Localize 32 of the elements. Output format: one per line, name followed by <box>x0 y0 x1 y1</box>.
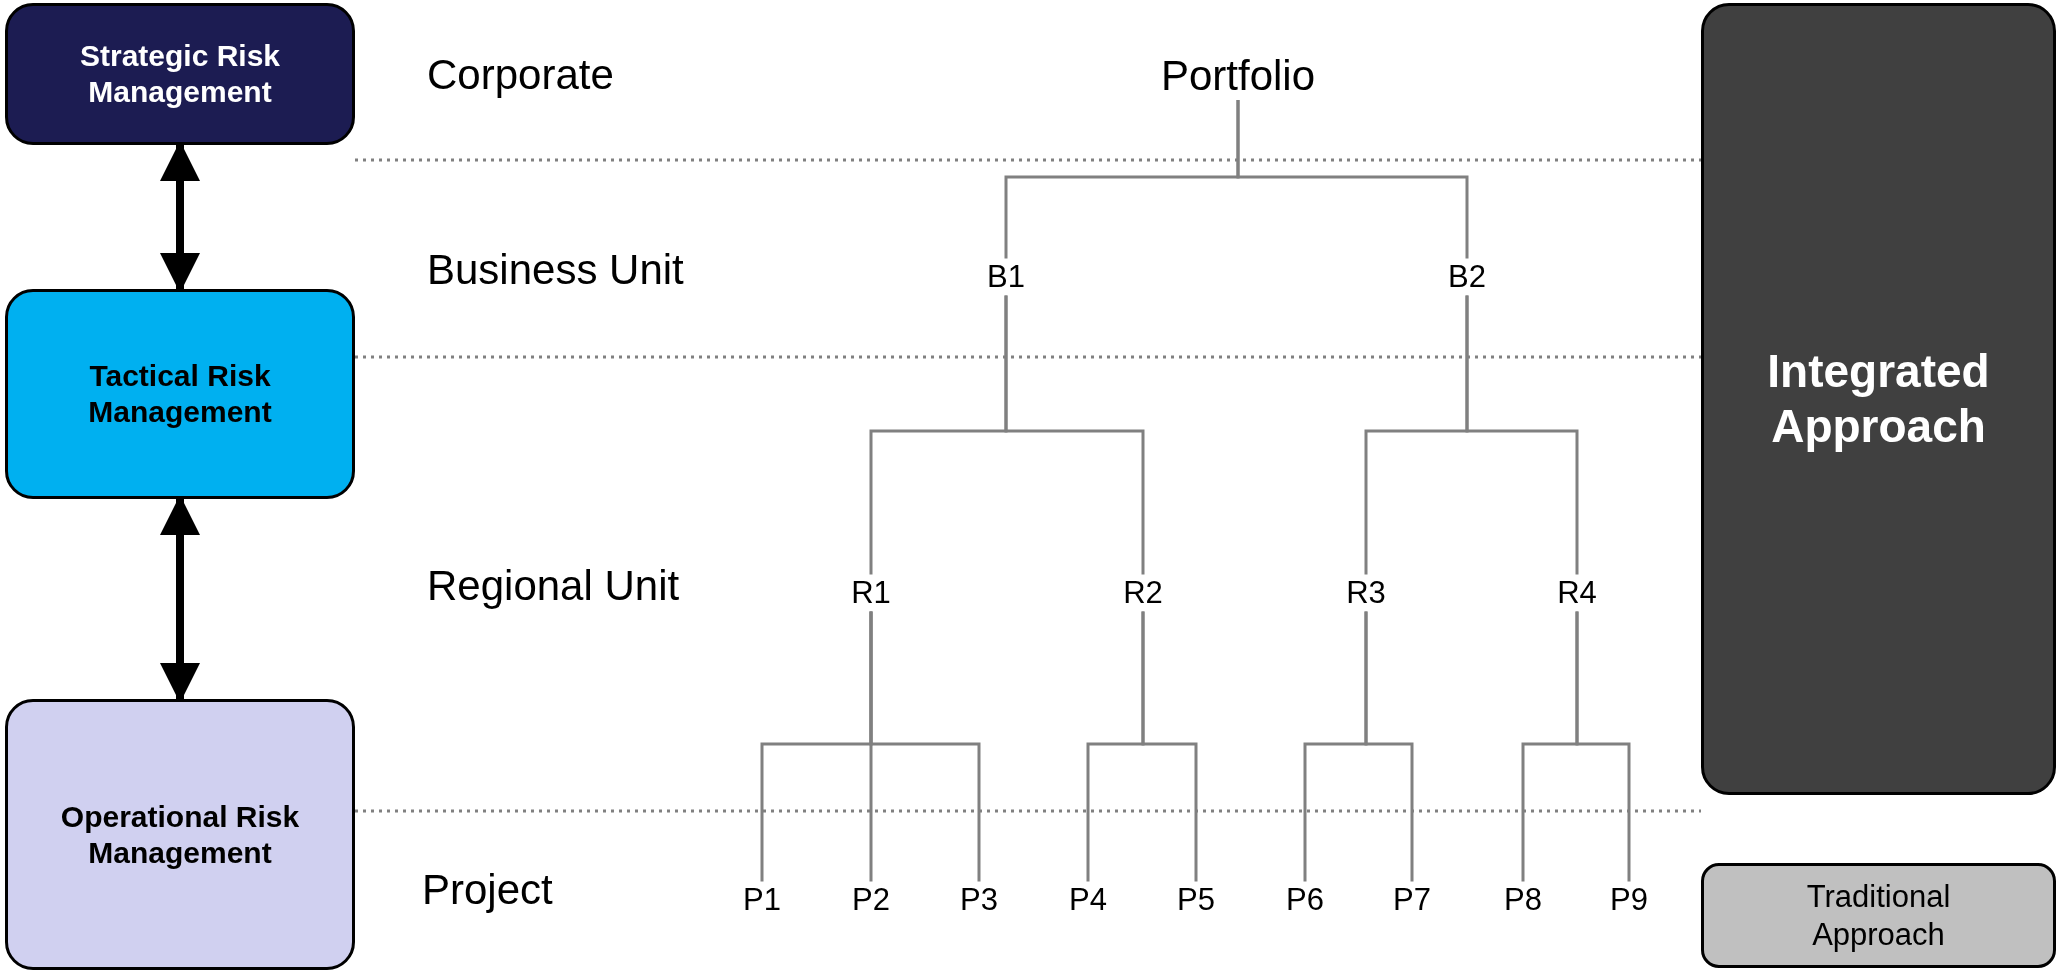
tree-connector <box>1575 611 1631 882</box>
node-label: P5 <box>1170 881 1222 919</box>
node-label: P8 <box>1497 881 1549 919</box>
node-label: B2 <box>1441 258 1493 296</box>
approach-panel: Integrated Approach <box>1701 3 2056 795</box>
process-box: Tactical Risk Management <box>5 289 355 499</box>
node-label: P6 <box>1279 881 1331 919</box>
level-label: Regional Unit <box>427 562 680 610</box>
strategy-box: Strategic Risk Management <box>5 3 355 145</box>
tree-connector <box>1364 611 1414 882</box>
tree-connector <box>869 611 981 882</box>
node-label: P4 <box>1062 881 1114 919</box>
node-label: R3 <box>1340 574 1392 612</box>
level-label: Project <box>422 866 553 914</box>
node-label: P7 <box>1386 881 1438 919</box>
tree-connector <box>1141 611 1198 882</box>
node-label: P2 <box>845 881 897 919</box>
level-label: Business Unit <box>427 246 684 294</box>
tree-connector <box>1004 295 1145 575</box>
node-label: P3 <box>953 881 1005 919</box>
node-label: P1 <box>736 881 788 919</box>
node-label: R4 <box>1551 574 1603 612</box>
approach-box: Traditional Approach <box>1701 863 2056 968</box>
tree-connector <box>1236 100 1469 259</box>
level-label: Corporate <box>427 51 614 99</box>
node-label: B1 <box>980 258 1032 296</box>
node-label: R1 <box>845 574 897 612</box>
process-box: Operational Risk Management <box>5 699 355 970</box>
tree-connector <box>1465 295 1579 575</box>
node-label: R2 <box>1117 574 1169 612</box>
node-label: Portfolio <box>1143 52 1333 100</box>
node-label: P9 <box>1603 881 1655 919</box>
